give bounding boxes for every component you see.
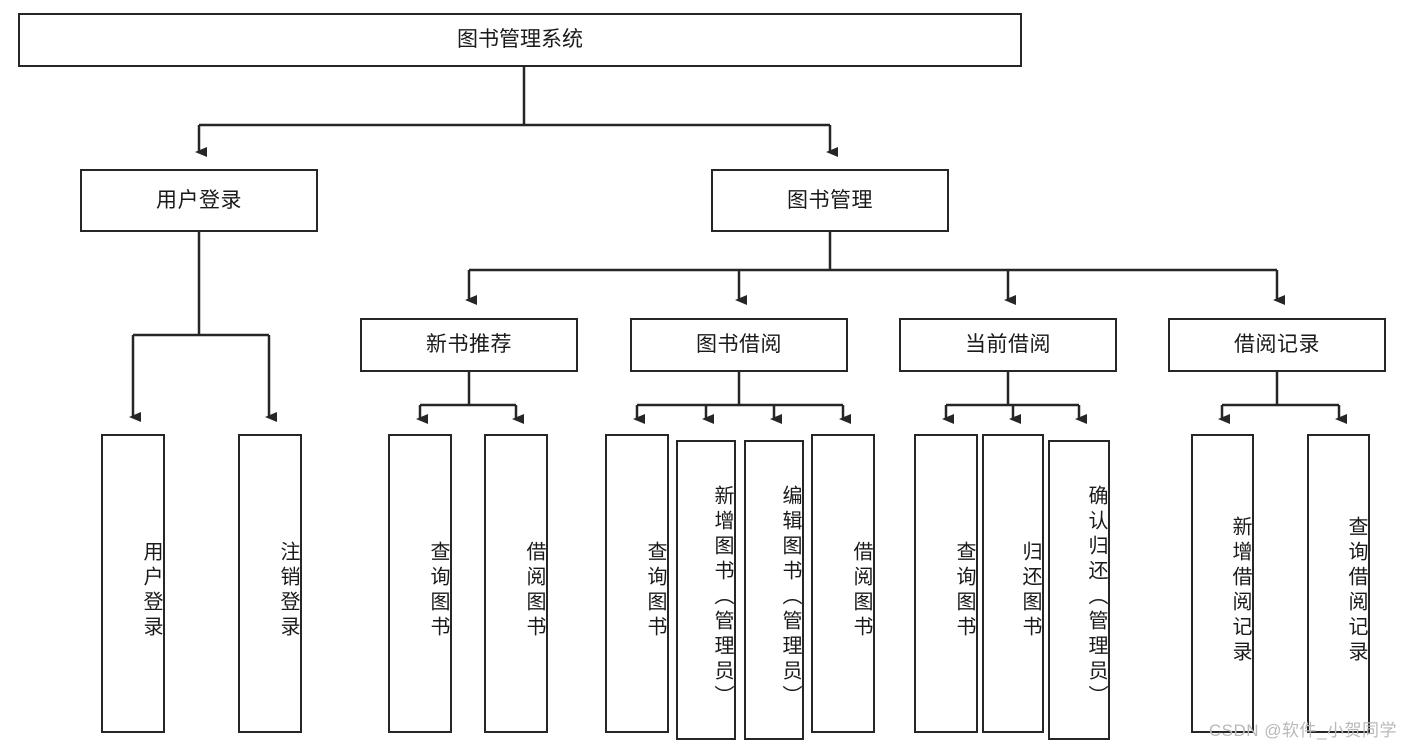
leaf-return-book[interactable]: 归还图书	[982, 434, 1044, 733]
leaf-add-book-admin[interactable]: 新增图书（管理员）	[676, 440, 736, 740]
leaf-user-login[interactable]: 用户登录	[101, 434, 165, 733]
leaf-borrow-book-recommend[interactable]: 借阅图书	[484, 434, 548, 733]
leaf-query-book-borrow[interactable]: 查询图书	[605, 434, 669, 733]
node-root-system[interactable]: 图书管理系统	[18, 13, 1022, 67]
leaf-add-borrow-record[interactable]: 新增借阅记录	[1191, 434, 1254, 733]
leaf-query-book-recommend[interactable]: 查询图书	[388, 434, 452, 733]
node-borrow-record[interactable]: 借阅记录	[1168, 318, 1386, 372]
leaf-confirm-return-admin[interactable]: 确认归还（管理员）	[1048, 440, 1110, 740]
node-book-management[interactable]: 图书管理	[711, 169, 949, 232]
leaf-query-book-current[interactable]: 查询图书	[914, 434, 978, 733]
leaf-edit-book-admin[interactable]: 编辑图书（管理员）	[744, 440, 804, 740]
node-new-book-recommend[interactable]: 新书推荐	[360, 318, 578, 372]
leaf-logout-login[interactable]: 注销登录	[238, 434, 302, 733]
node-current-borrow[interactable]: 当前借阅	[899, 318, 1117, 372]
leaf-borrow-book-borrow[interactable]: 借阅图书	[811, 434, 875, 733]
leaf-query-borrow-record[interactable]: 查询借阅记录	[1307, 434, 1370, 733]
node-book-borrow[interactable]: 图书借阅	[630, 318, 848, 372]
node-user-login[interactable]: 用户登录	[80, 169, 318, 232]
